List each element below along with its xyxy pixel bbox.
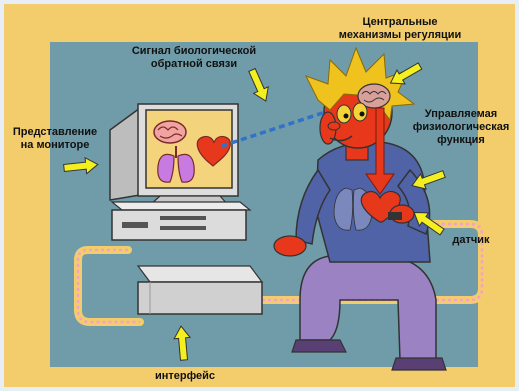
label-central-mechanisms: Центральные механизмы регуляции — [330, 16, 470, 42]
sensor-device — [388, 212, 402, 220]
brain-icon — [154, 121, 186, 143]
label-sensor: датчик — [446, 234, 496, 247]
system-unit — [112, 202, 250, 240]
label-feedback-signal: Сигнал биологической обратной связи — [124, 45, 264, 71]
label-monitor-display: Представление на мониторе — [6, 126, 104, 152]
label-interface: интерфейс — [140, 370, 230, 383]
label-controlled-function: Управляемая физиологическая функция — [406, 108, 516, 147]
interface-box — [138, 266, 262, 314]
